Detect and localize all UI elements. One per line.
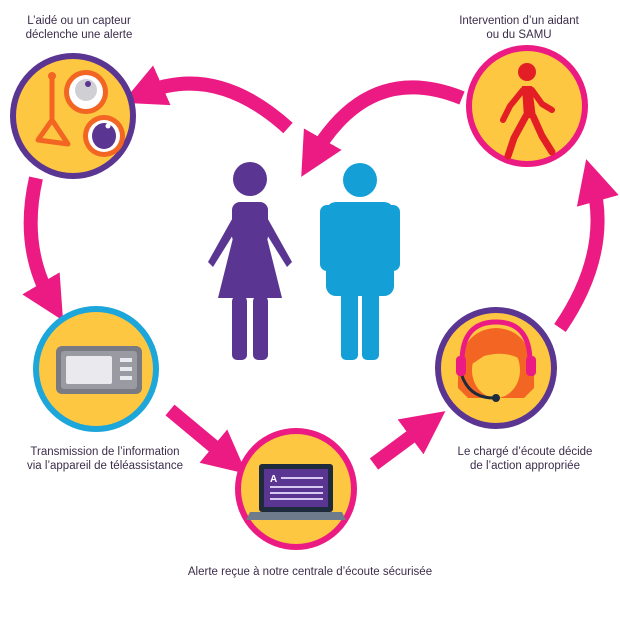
step-1-label: L’aidé ou un capteur déclenche une alert… xyxy=(6,14,152,42)
arrow-center-to-step1 xyxy=(122,65,293,134)
step-4-node xyxy=(435,307,557,429)
step-5-label-line1: Intervention d’un aidant xyxy=(459,15,579,27)
step-3-label-line1: Alerte reçue à notre centrale d’écoute s… xyxy=(187,566,433,578)
step-3-node: A xyxy=(235,428,357,550)
arrow-step3-to-step4 xyxy=(369,411,446,470)
step-1-label-line1: L’aidé ou un capteur xyxy=(27,15,131,27)
step-5-node xyxy=(466,45,588,167)
step-2-label-line2: via l’appareil de téléassistance xyxy=(27,460,183,472)
walking-person-icon xyxy=(500,63,556,160)
teleassistance-device-icon xyxy=(56,346,142,394)
man-figure xyxy=(320,163,400,360)
arrow-step2-to-step3 xyxy=(165,404,247,474)
step-4-label-line2: de l’action appropriée xyxy=(470,460,580,472)
step-4-label-line1: Le chargé d’écoute décide xyxy=(457,446,593,458)
laptop-icon: A xyxy=(246,464,346,520)
step-1-node xyxy=(10,53,136,179)
step-3-label: Alerte reçue à notre centrale d’écoute s… xyxy=(160,565,460,579)
step-5-label-line2: ou du SAMU xyxy=(486,29,552,41)
arrow-step4-to-step5 xyxy=(554,159,619,332)
alarm-pendant-icon xyxy=(35,70,125,157)
step-1-label-line2: déclenche une alerte xyxy=(25,29,133,41)
arrow-step1-to-step2 xyxy=(22,176,64,321)
woman-figure xyxy=(208,162,292,360)
step-2-node xyxy=(33,306,159,432)
step-2-label-line1: Transmission de l’information xyxy=(30,446,180,458)
arrow-step5-to-center xyxy=(301,80,465,177)
step-4-label: Le chargé d’écoute décide de l’action ap… xyxy=(440,445,610,473)
svg-text:A: A xyxy=(270,474,277,485)
step-5-label: Intervention d’un aidant ou du SAMU xyxy=(440,14,598,42)
step-2-label: Transmission de l’information via l’appa… xyxy=(2,445,208,473)
headset-operator-icon xyxy=(456,319,536,402)
